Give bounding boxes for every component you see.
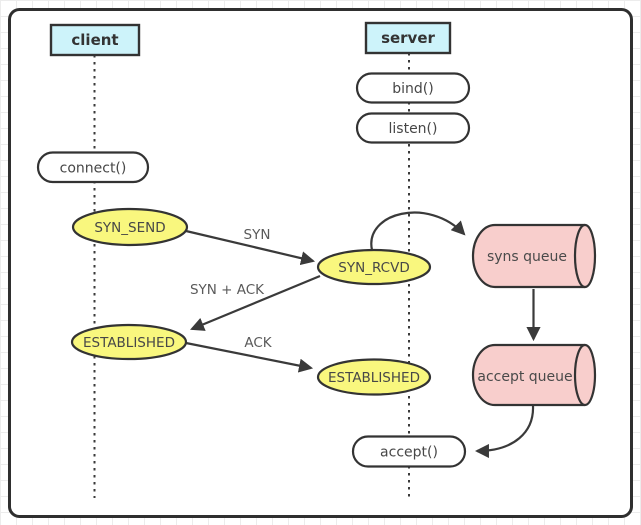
client-syn-send-state: SYN_SEND [71,207,189,247]
client-actor-box [49,23,141,57]
syn-ack-arrow [190,274,321,331]
listen-call: listen() [355,112,471,144]
accept-call-pill [351,435,467,468]
enqueue-arrow [370,211,466,251]
syn-arrow [185,229,316,266]
syn-rcvd-ellipse [316,248,432,286]
syn-ack-message-label: SYN + ACK [190,282,265,298]
accept-queue-body [471,343,585,407]
connect-call: connect() [36,151,150,184]
syns-queue-cap [573,223,597,289]
ack-arrow [185,341,314,373]
syns-queue-body [471,223,585,289]
bind-call-label: bind() [392,81,433,97]
server-actor: server [364,21,452,55]
server-actor-box [364,21,452,55]
server-established-label: ESTABLISHED [328,370,420,386]
listen-call-label: listen() [389,121,438,137]
client-actor-label: client [71,31,118,49]
client-established-ellipse [70,323,188,361]
server-established-state: ESTABLISHED [316,358,432,396]
accept-call: accept() [351,435,467,468]
syn-rcvd-label: SYN_RCVD [338,260,409,276]
syn-send-ellipse [71,207,189,247]
bind-call: bind() [355,72,471,104]
accept-call-label: accept() [380,445,438,461]
client-actor: client [49,23,141,57]
server-syn-rcvd-state: SYN_RCVD [316,248,432,286]
connect-call-label: connect() [60,161,127,177]
accept-queue: accept queue [471,343,597,407]
server-established-ellipse [316,358,432,396]
connect-call-pill [36,151,150,184]
accept-queue-cap [573,343,597,407]
dequeue-arrow [474,405,535,459]
server-actor-label: server [381,29,435,47]
listen-call-pill [355,112,471,144]
syn-send-label: SYN_SEND [94,220,165,236]
ack-message-label: ACK [244,335,272,351]
client-established-state: ESTABLISHED [70,323,188,361]
syns-queue-label: syns queue [487,249,567,265]
bind-call-pill [355,72,471,104]
accept-queue-label: accept queue [477,369,572,385]
syns-queue: syns queue [471,223,597,289]
syn-message-label: SYN [244,227,271,243]
client-established-label: ESTABLISHED [83,335,175,351]
